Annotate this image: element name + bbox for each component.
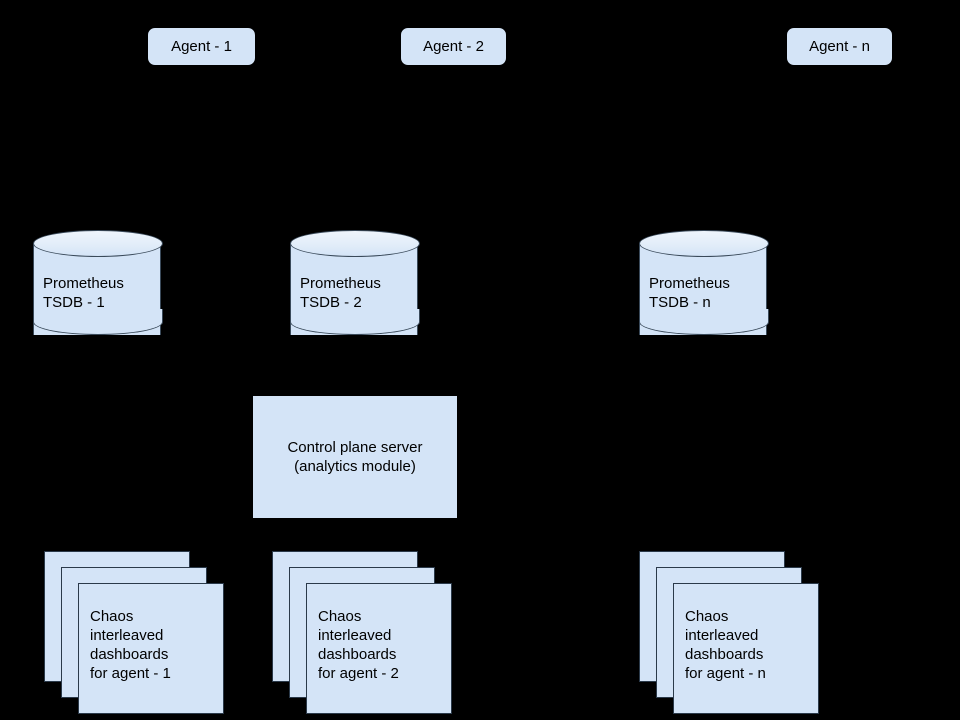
dashboard-sheet-front-1 [78, 583, 224, 714]
cylinder-top-n [639, 230, 769, 257]
agent-label-1: Agent - 1 [171, 38, 232, 55]
prometheus-tsdb-node-1[interactable]: Prometheus TSDB - 1 [33, 230, 163, 348]
prometheus-tsdb-label-2: Prometheus TSDB - 2 [300, 275, 381, 311]
cylinder-bottom-1 [33, 309, 163, 335]
prometheus-tsdb-node-n[interactable]: Prometheus TSDB - n [639, 230, 769, 348]
control-plane-server-label: Control plane server (analytics module) [287, 439, 423, 475]
dashboard-stack-label-2: Chaos interleaved dashboards for agent -… [318, 608, 399, 682]
dashboard-stack-1[interactable]: Chaos interleaved dashboards for agent -… [44, 551, 224, 716]
dashboard-stack-label-n: Chaos interleaved dashboards for agent -… [685, 608, 766, 682]
dashboard-stack-2[interactable]: Chaos interleaved dashboards for agent -… [272, 551, 452, 716]
agent-node-n[interactable]: Agent - n [787, 28, 892, 65]
agent-label-n: Agent - n [809, 38, 870, 55]
cylinder-bottom-2 [290, 309, 420, 335]
agent-node-2[interactable]: Agent - 2 [401, 28, 506, 65]
prometheus-tsdb-node-2[interactable]: Prometheus TSDB - 2 [290, 230, 420, 348]
dashboard-sheet-front-2 [306, 583, 452, 714]
agent-label-2: Agent - 2 [423, 38, 484, 55]
control-plane-server-node[interactable]: Control plane server (analytics module) [253, 396, 457, 518]
agent-node-1[interactable]: Agent - 1 [148, 28, 255, 65]
cylinder-top-1 [33, 230, 163, 257]
cylinder-bottom-n [639, 309, 769, 335]
dashboard-stack-label-1: Chaos interleaved dashboards for agent -… [90, 608, 171, 682]
dashboard-stack-n[interactable]: Chaos interleaved dashboards for agent -… [639, 551, 819, 716]
cylinder-top-2 [290, 230, 420, 257]
prometheus-tsdb-label-n: Prometheus TSDB - n [649, 275, 730, 311]
prometheus-tsdb-label-1: Prometheus TSDB - 1 [43, 275, 124, 311]
dashboard-sheet-front-n [673, 583, 819, 714]
